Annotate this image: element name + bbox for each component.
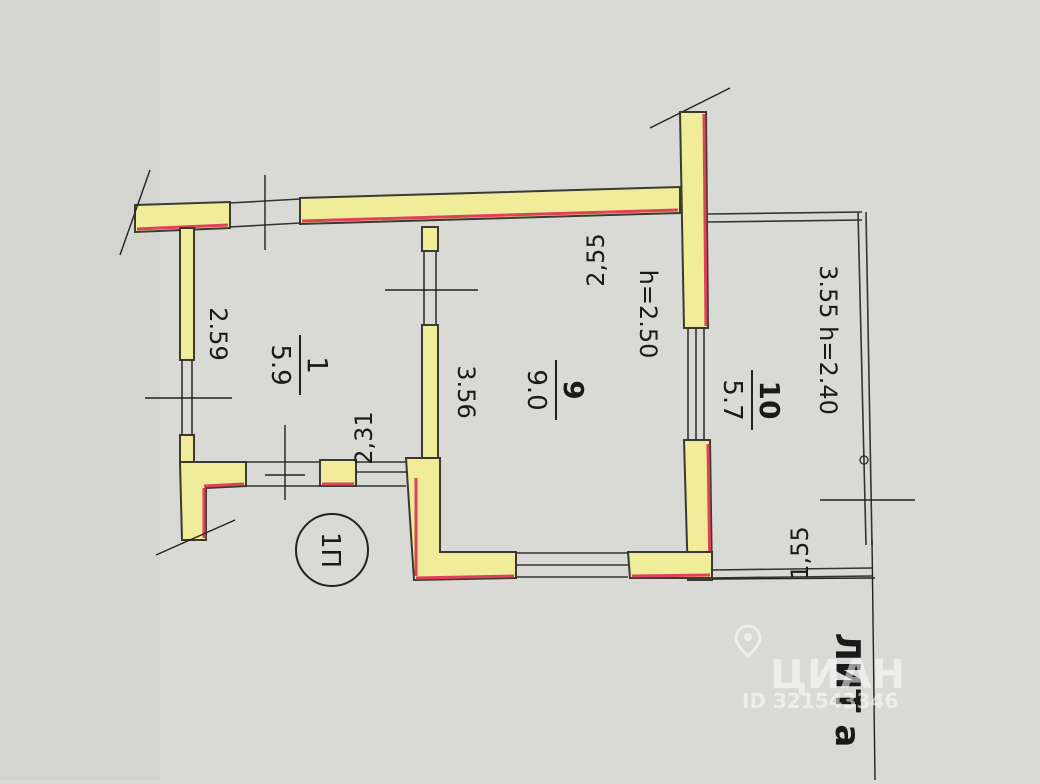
room-10-area: 5.7	[717, 379, 747, 420]
location-pin-icon	[734, 624, 762, 658]
left-wall-room-1	[145, 227, 232, 466]
dimension-2-55: 2,55	[582, 233, 610, 286]
partition-room1-bottom	[246, 425, 406, 500]
right-partition-wall	[678, 111, 714, 581]
dimension-1-55: 1,55	[786, 526, 814, 579]
building-label: ЛИТ а	[827, 633, 867, 748]
stair-mark: 1П	[295, 513, 369, 587]
room9-bottom-wall	[404, 457, 713, 582]
dimension-3-55-ceiling-2-40: 3.55 h=2.40	[814, 265, 842, 415]
wall-break-mark	[649, 87, 731, 129]
watermark: ЦИАН ID 321543346	[734, 624, 905, 713]
top-wall	[134, 185, 681, 234]
room-1-label: 1 5.9	[265, 335, 334, 395]
dimension-2-31: 2,31	[350, 411, 378, 464]
room-9-area: 9.0	[521, 369, 551, 410]
dimension-3-56: 3.56	[452, 365, 480, 418]
wall-break-mark	[119, 169, 151, 256]
watermark-brand: ЦИАН	[770, 652, 905, 698]
stair-mark-label: 1П	[315, 532, 345, 568]
room-1-area: 5.9	[265, 344, 295, 385]
room-9-label: 9 9.0	[521, 360, 590, 420]
dimension-2-59: 2.59	[204, 307, 232, 360]
partition-room1-room9	[385, 226, 478, 461]
paper-shadow	[0, 0, 160, 780]
watermark-id: ID 321543346	[742, 689, 898, 713]
room-10-number: 10	[753, 381, 786, 420]
room10-outline	[707, 211, 915, 781]
room-10-label: 10 5.7	[717, 370, 786, 430]
corner-wall-bottom-left	[155, 461, 247, 556]
ceiling-height-2-50: h=2.50	[634, 270, 662, 359]
room-9-number: 9	[557, 380, 590, 399]
room-1-number: 1	[301, 356, 334, 374]
